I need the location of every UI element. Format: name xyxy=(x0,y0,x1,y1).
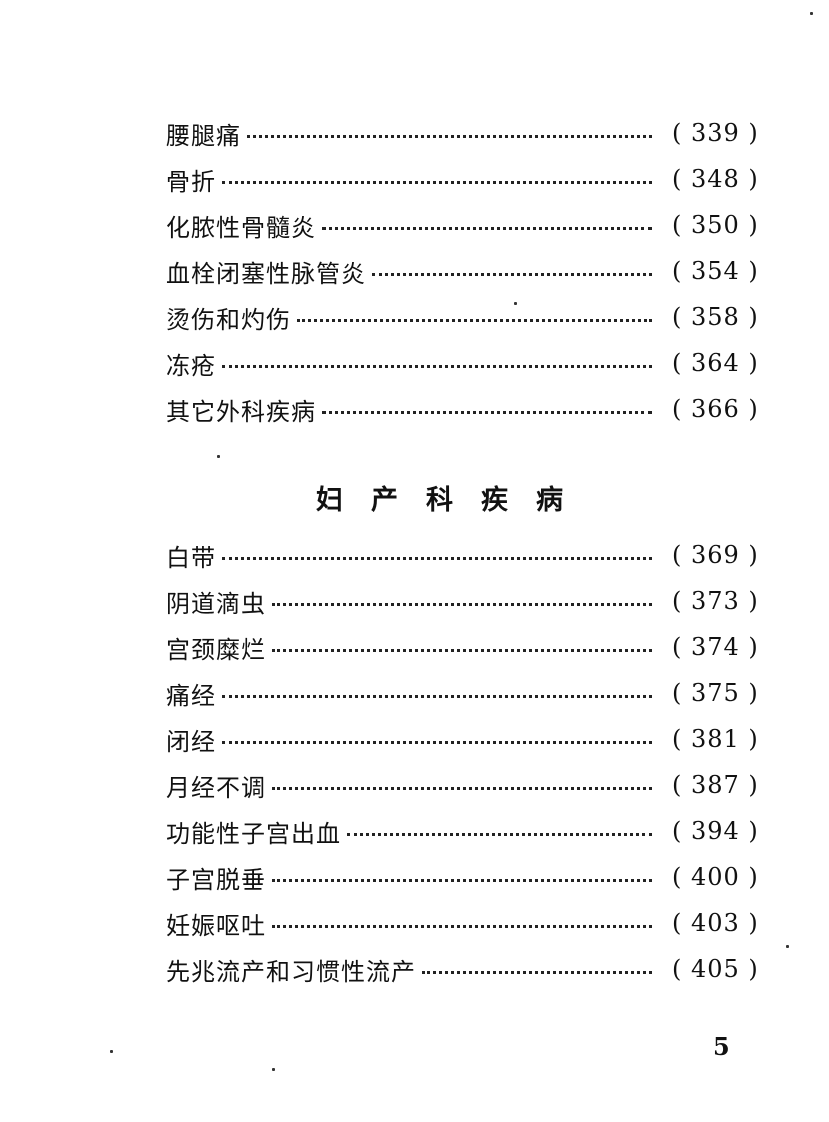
dot-leader xyxy=(272,602,652,606)
toc-entry-page: ( 366 ) xyxy=(672,395,759,423)
toc-entry-title: 阴道滴虫 xyxy=(166,589,266,618)
dot-leader xyxy=(247,134,652,138)
toc-entry: 闭经 ( 381 ) xyxy=(166,716,776,762)
toc-entry: 妊娠呕吐 ( 403 ) xyxy=(166,900,776,946)
toc-entry-page: ( 373 ) xyxy=(672,587,759,615)
toc-entry: 其它外科疾病 ( 366 ) xyxy=(166,386,776,432)
toc-entry-title: 月经不调 xyxy=(166,773,266,802)
toc-entry: 白带 ( 369 ) xyxy=(166,532,776,578)
toc-entry-title: 功能性子宫出血 xyxy=(166,819,341,848)
toc-entry-page: ( 375 ) xyxy=(672,679,759,707)
toc-section-surgery: 腰腿痛 ( 339 ) 骨折 ( 348 ) 化脓性骨髓炎 ( 350 ) 血栓… xyxy=(166,110,776,432)
dot-leader xyxy=(372,272,652,276)
dot-leader xyxy=(272,648,652,652)
toc-entry-page: ( 374 ) xyxy=(672,633,759,661)
toc-entry: 腰腿痛 ( 339 ) xyxy=(166,110,776,156)
toc-entry-title: 先兆流产和习惯性流产 xyxy=(166,957,416,986)
toc-entry-title: 痛经 xyxy=(166,681,216,710)
toc-entry: 冻疮 ( 364 ) xyxy=(166,340,776,386)
toc-entry-title: 腰腿痛 xyxy=(166,121,241,150)
scan-speck xyxy=(272,1068,275,1071)
toc-entry: 阴道滴虫 ( 373 ) xyxy=(166,578,776,624)
toc-entry-page: ( 364 ) xyxy=(672,349,759,377)
toc-entry-title: 血栓闭塞性脉管炎 xyxy=(166,259,366,288)
dot-leader xyxy=(222,180,652,184)
toc-entry-title: 其它外科疾病 xyxy=(166,397,316,426)
section-heading: 妇产科疾病 xyxy=(316,485,591,516)
toc-entry-title: 化脓性骨髓炎 xyxy=(166,213,316,242)
toc-entry: 月经不调 ( 387 ) xyxy=(166,762,776,808)
toc-entry-page: ( 400 ) xyxy=(672,863,759,891)
dot-leader xyxy=(272,924,652,928)
toc-entry-page: ( 405 ) xyxy=(672,955,759,983)
toc-entry: 烫伤和灼伤 ( 358 ) xyxy=(166,294,776,340)
dot-leader xyxy=(222,694,652,698)
toc-entry-title: 冻疮 xyxy=(166,351,216,380)
toc-entry-page: ( 403 ) xyxy=(672,909,759,937)
scan-speck xyxy=(786,945,789,948)
dot-leader xyxy=(272,878,652,882)
toc-entry: 子宫脱垂 ( 400 ) xyxy=(166,854,776,900)
toc-entry-title: 骨折 xyxy=(166,167,216,196)
toc-entry: 宫颈糜烂 ( 374 ) xyxy=(166,624,776,670)
toc-entry-page: ( 387 ) xyxy=(672,771,759,799)
toc-entry: 化脓性骨髓炎 ( 350 ) xyxy=(166,202,776,248)
dot-leader xyxy=(322,226,652,230)
scan-speck xyxy=(810,12,813,15)
toc-entry-title: 烫伤和灼伤 xyxy=(166,305,291,334)
toc-entry-page: ( 369 ) xyxy=(672,541,759,569)
dot-leader xyxy=(422,970,652,974)
toc-entry-page: ( 381 ) xyxy=(672,725,759,753)
toc-entry-title: 宫颈糜烂 xyxy=(166,635,266,664)
toc-section-gynecology: 白带 ( 369 ) 阴道滴虫 ( 373 ) 宫颈糜烂 ( 374 ) 痛经 … xyxy=(166,532,776,992)
toc-entry-title: 白带 xyxy=(166,543,216,572)
toc-entry-page: ( 348 ) xyxy=(672,165,759,193)
page-number: 5 xyxy=(713,1032,730,1061)
toc-entry: 骨折 ( 348 ) xyxy=(166,156,776,202)
toc-entry-page: ( 354 ) xyxy=(672,257,759,285)
toc-entry-page: ( 394 ) xyxy=(672,817,759,845)
dot-leader xyxy=(322,410,652,414)
toc-entry-page: ( 350 ) xyxy=(672,211,759,239)
toc-entry: 痛经 ( 375 ) xyxy=(166,670,776,716)
scan-speck xyxy=(217,455,220,458)
dot-leader xyxy=(297,318,652,322)
dot-leader xyxy=(222,556,652,560)
toc-entry-title: 妊娠呕吐 xyxy=(166,911,266,940)
toc-entry-title: 闭经 xyxy=(166,727,216,756)
scan-speck xyxy=(514,302,517,305)
dot-leader xyxy=(272,786,652,790)
toc-entry-page: ( 339 ) xyxy=(672,119,759,147)
toc-entry: 先兆流产和习惯性流产 ( 405 ) xyxy=(166,946,776,992)
toc-entry-page: ( 358 ) xyxy=(672,303,759,331)
dot-leader xyxy=(347,832,652,836)
scan-speck xyxy=(110,1050,113,1053)
dot-leader xyxy=(222,740,652,744)
toc-entry-title: 子宫脱垂 xyxy=(166,865,266,894)
dot-leader xyxy=(222,364,652,368)
toc-entry: 血栓闭塞性脉管炎 ( 354 ) xyxy=(166,248,776,294)
toc-entry: 功能性子宫出血 ( 394 ) xyxy=(166,808,776,854)
